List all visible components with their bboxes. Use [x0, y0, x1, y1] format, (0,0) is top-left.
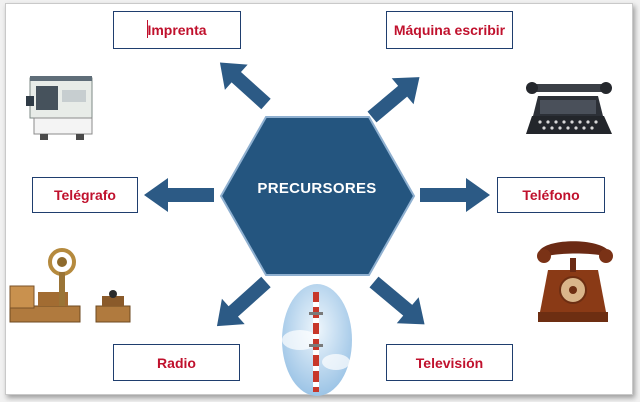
arrow-to-television	[369, 276, 425, 325]
telephone-image	[537, 241, 613, 322]
node-television: Televisión	[386, 344, 513, 381]
node-television-label: Televisión	[415, 354, 484, 371]
node-radio: Radio	[113, 344, 240, 381]
node-telegrafo-label: Telégrafo	[54, 187, 116, 203]
center-hexagon	[219, 116, 416, 276]
node-maquina-escribir: Máquina escribir	[386, 11, 513, 49]
arrow-to-telefono	[420, 178, 490, 212]
text-cursor	[147, 20, 148, 38]
arrow-to-radio	[216, 276, 271, 327]
node-telegrafo: Telégrafo	[32, 177, 138, 213]
center-label: PRECURSORES	[257, 180, 377, 197]
printing-press-image	[26, 76, 93, 140]
telegraph-image	[9, 248, 131, 323]
arrow-to-maquina	[367, 77, 420, 123]
node-maquina-escribir-label: Máquina escribir	[393, 22, 506, 38]
node-imprenta-label: Imprenta	[147, 22, 207, 38]
radio-tower-image	[282, 284, 352, 396]
arrows	[144, 62, 490, 327]
node-telefono-label: Teléfono	[522, 187, 580, 203]
node-imprenta: Imprenta	[113, 11, 241, 49]
node-radio-label: Radio	[157, 354, 196, 371]
arrow-to-imprenta	[219, 62, 271, 110]
typewriter-image	[526, 82, 612, 134]
arrow-to-telegrafo	[144, 178, 214, 212]
node-telefono: Teléfono	[497, 177, 605, 213]
